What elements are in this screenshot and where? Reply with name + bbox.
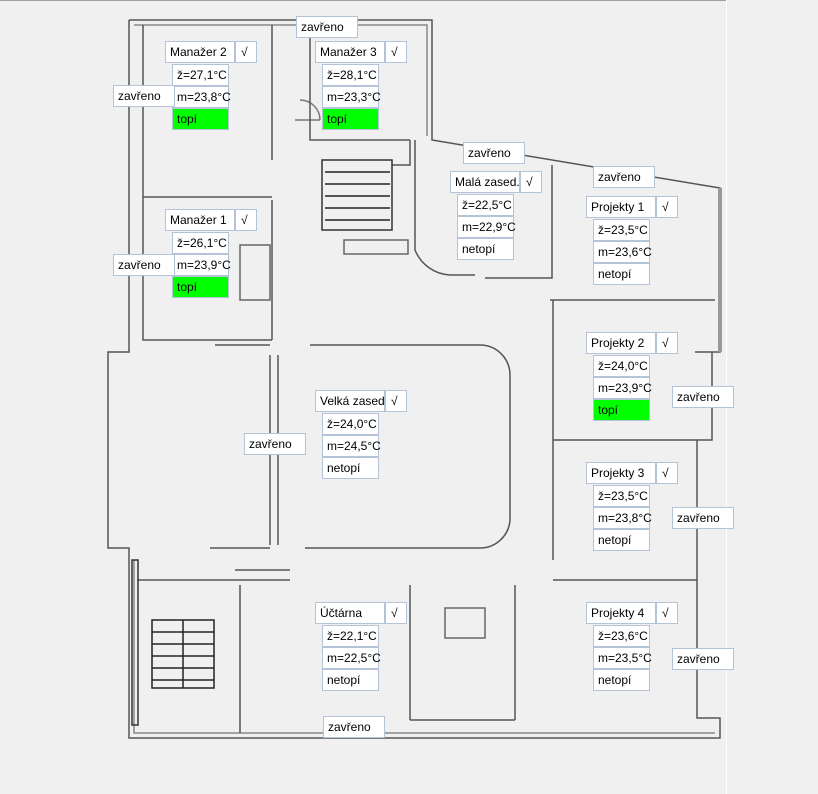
measured-temperature: m=23,6°C: [593, 241, 652, 263]
top-border: [0, 0, 727, 1]
window-status-label: zavřeno: [323, 716, 385, 738]
room-name-label: Projekty 4: [586, 602, 656, 624]
setpoint-temperature: ž=28,1°C: [322, 64, 379, 86]
heating-status: topí: [172, 108, 229, 130]
setpoint-temperature: ž=22,1°C: [322, 625, 379, 647]
setpoint-temperature: ž=23,6°C: [593, 625, 650, 647]
room-enable-checkbox[interactable]: √: [235, 41, 257, 63]
heating-status: topí: [172, 276, 229, 298]
measured-temperature: m=23,8°C: [593, 507, 652, 529]
window-status-label: zavřeno: [113, 85, 175, 107]
setpoint-temperature: ž=26,1°C: [172, 232, 229, 254]
room-enable-checkbox[interactable]: √: [520, 171, 542, 193]
room-name-label: Malá zased.: [450, 171, 520, 193]
heating-status: topí: [322, 108, 379, 130]
window-status-label: zavřeno: [593, 166, 655, 188]
measured-temperature: m=23,8°C: [172, 86, 231, 108]
heating-status: netopí: [457, 238, 514, 260]
setpoint-temperature: ž=23,5°C: [593, 485, 650, 507]
measured-temperature: m=23,9°C: [593, 377, 652, 399]
room-enable-checkbox[interactable]: √: [656, 462, 678, 484]
room-name-label: Manažer 3: [315, 41, 385, 63]
measured-temperature: m=23,5°C: [593, 647, 652, 669]
room-name-label: Projekty 1: [586, 196, 656, 218]
heating-status: netopí: [593, 529, 650, 551]
window-status-label: zavřeno: [244, 433, 306, 455]
room-enable-checkbox[interactable]: √: [656, 602, 678, 624]
room-name-label: Manažer 1: [165, 209, 235, 231]
room-enable-checkbox[interactable]: √: [385, 390, 407, 412]
setpoint-temperature: ž=24,0°C: [322, 413, 379, 435]
heating-status: netopí: [322, 669, 379, 691]
heating-status: topí: [593, 399, 650, 421]
setpoint-temperature: ž=27,1°C: [172, 64, 229, 86]
room-enable-checkbox[interactable]: √: [656, 332, 678, 354]
room-enable-checkbox[interactable]: √: [235, 209, 257, 231]
room-name-label: Projekty 3: [586, 462, 656, 484]
room-enable-checkbox[interactable]: √: [656, 196, 678, 218]
room-enable-checkbox[interactable]: √: [385, 602, 407, 624]
window-status-label: zavřeno: [672, 648, 734, 670]
room-enable-checkbox[interactable]: √: [385, 41, 407, 63]
heating-status: netopí: [593, 263, 650, 285]
measured-temperature: m=23,3°C: [322, 86, 381, 108]
measured-temperature: m=24,5°C: [322, 435, 381, 457]
window-status-label: zavřeno: [463, 142, 525, 164]
measured-temperature: m=23,9°C: [172, 254, 231, 276]
heating-status: netopí: [593, 669, 650, 691]
heating-status: netopí: [322, 457, 379, 479]
window-status-label: zavřeno: [672, 386, 734, 408]
window-status-label: zavřeno: [296, 16, 358, 38]
room-name-label: Účtárna: [315, 602, 385, 624]
window-status-label: zavřeno: [113, 254, 175, 276]
room-name-label: Projekty 2: [586, 332, 656, 354]
measured-temperature: m=22,9°C: [457, 216, 516, 238]
measured-temperature: m=22,5°C: [322, 647, 381, 669]
window-status-label: zavřeno: [672, 507, 734, 529]
room-name-label: Manažer 2: [165, 41, 235, 63]
setpoint-temperature: ž=22,5°C: [457, 194, 514, 216]
setpoint-temperature: ž=24,0°C: [593, 355, 650, 377]
room-name-label: Velká zased.: [315, 390, 388, 412]
setpoint-temperature: ž=23,5°C: [593, 219, 650, 241]
